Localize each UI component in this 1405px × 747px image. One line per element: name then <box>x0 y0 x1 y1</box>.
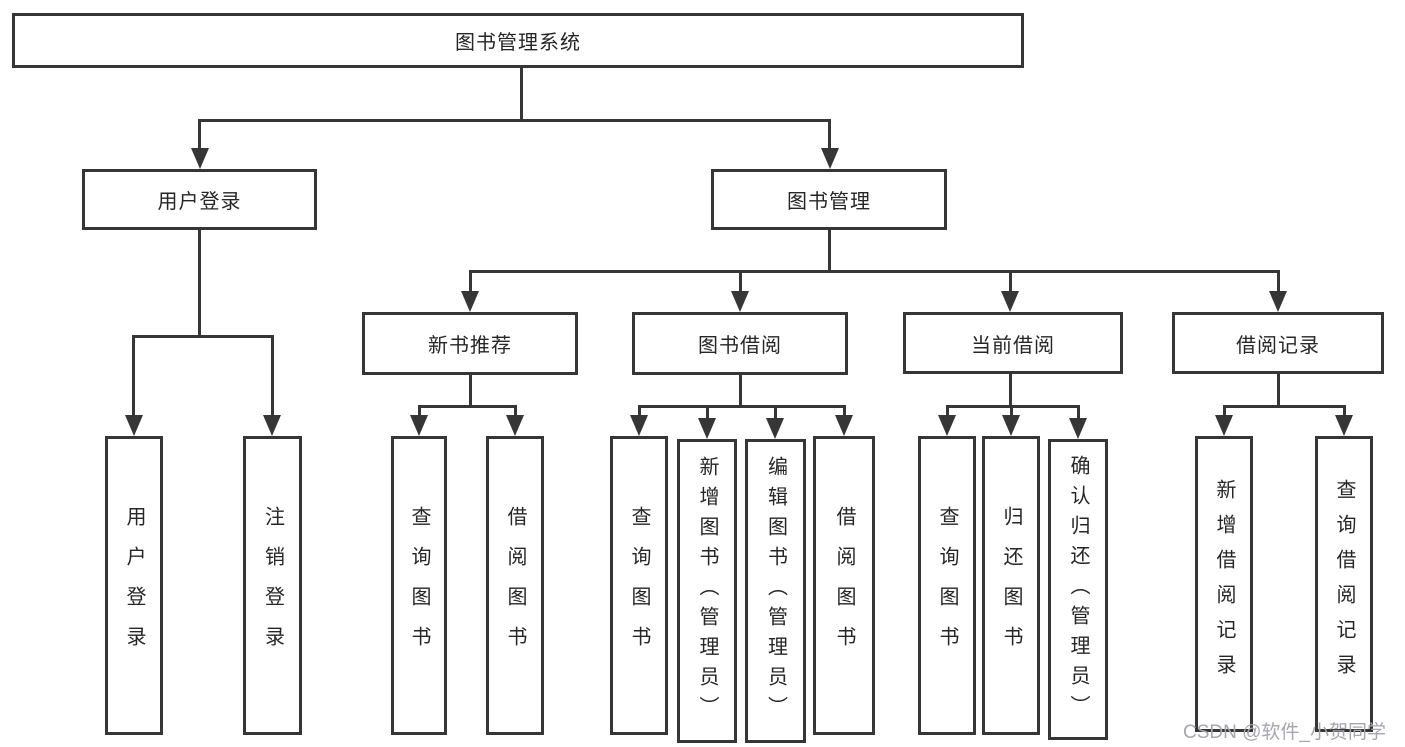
connector-line <box>520 68 523 122</box>
leaf-confirm-return-admin: 确认归还（管理员） <box>1048 439 1108 740</box>
node-new-book-recommend: 新书推荐 <box>362 312 578 375</box>
leaf-recommend-borrow-books: 借阅图书 <box>486 436 544 735</box>
connector-line <box>271 335 274 416</box>
connector-line <box>638 405 641 417</box>
connector-line <box>1009 270 1012 293</box>
arrow-down-icon <box>766 418 784 439</box>
arrow-down-icon <box>1335 415 1353 436</box>
arrow-down-icon <box>731 291 749 312</box>
arrow-down-icon <box>835 415 853 436</box>
leaf-recommend-query-books: 查询图书 <box>391 436 447 735</box>
node-library-system: 图书管理系统 <box>12 13 1024 68</box>
leaf-current-query-books: 查询图书 <box>918 436 976 735</box>
arrow-down-icon <box>1269 291 1287 312</box>
arrow-down-icon <box>506 415 524 436</box>
connector-line <box>1223 405 1226 417</box>
leaf-add-books-admin: 新增图书（管理员） <box>677 439 737 743</box>
connector-line <box>1223 405 1345 408</box>
leaf-borrowing-query-books-label: 查询图书 <box>628 505 650 666</box>
connector-line <box>946 405 949 417</box>
connector-line <box>198 230 201 338</box>
connector-line <box>418 405 516 408</box>
leaf-add-borrow-record: 新增借阅记录 <box>1195 436 1253 732</box>
leaf-borrow-books-label: 借阅图书 <box>833 505 855 666</box>
connector-line <box>1343 405 1346 417</box>
arrow-down-icon <box>1001 291 1019 312</box>
arrow-down-icon <box>461 291 479 312</box>
leaf-edit-books-admin-label: 编辑图书（管理员） <box>764 456 787 726</box>
leaf-recommend-query-books-label: 查询图书 <box>408 505 430 666</box>
leaf-return-books-label: 归还图书 <box>1000 505 1022 666</box>
leaf-current-query-books-label: 查询图书 <box>936 505 958 666</box>
leaf-recommend-borrow-books-label: 借阅图书 <box>504 505 526 666</box>
leaf-borrow-books: 借阅图书 <box>813 436 875 735</box>
connector-line <box>1010 405 1013 417</box>
node-user-login: 用户登录 <box>82 169 317 230</box>
connector-line <box>828 119 831 149</box>
connector-line <box>133 335 273 338</box>
connector-line <box>946 405 1078 408</box>
node-library-system-label: 图书管理系统 <box>455 32 581 54</box>
connector-line <box>706 405 709 420</box>
connector-line <box>132 335 135 416</box>
connector-line <box>739 270 742 293</box>
connector-line <box>739 375 742 408</box>
node-borrowing-records: 借阅记录 <box>1172 312 1384 374</box>
arrow-down-icon <box>263 415 281 436</box>
node-current-borrowing: 当前借阅 <box>903 312 1123 374</box>
leaf-edit-books-admin: 编辑图书（管理员） <box>745 439 806 743</box>
connector-line <box>774 405 777 420</box>
arrow-down-icon <box>821 148 839 169</box>
connector-line <box>843 405 846 417</box>
node-current-borrowing-label: 当前借阅 <box>971 334 1055 357</box>
leaf-query-borrow-record-label: 查询借阅记录 <box>1333 479 1355 689</box>
csdn-watermark: CSDN @软件_小贺同学 <box>1183 722 1386 743</box>
arrow-down-icon <box>125 415 143 436</box>
leaf-return-books: 归还图书 <box>982 436 1040 735</box>
connector-line <box>1277 374 1280 408</box>
connector-line <box>418 405 421 417</box>
node-new-book-recommend-label: 新书推荐 <box>428 335 512 357</box>
arrow-down-icon <box>938 415 956 436</box>
connector-line <box>1077 405 1080 420</box>
arrow-down-icon <box>1069 418 1087 439</box>
arrow-down-icon <box>630 415 648 436</box>
leaf-borrowing-query-books: 查询图书 <box>610 436 668 735</box>
leaf-logout: 注销登录 <box>243 436 302 735</box>
leaf-confirm-return-admin-label: 确认归还（管理员） <box>1067 454 1089 725</box>
connector-line <box>638 405 845 408</box>
arrow-down-icon <box>1215 415 1233 436</box>
connector-line <box>1277 270 1280 293</box>
node-book-borrowing-label: 图书借阅 <box>698 335 782 357</box>
leaf-add-borrow-record-label: 新增借阅记录 <box>1213 479 1235 689</box>
connector-line <box>199 119 831 122</box>
connector-line <box>469 270 472 293</box>
connector-line <box>828 230 831 273</box>
arrow-down-icon <box>191 148 209 169</box>
arrow-down-icon <box>410 415 428 436</box>
leaf-logout-label: 注销登录 <box>261 505 284 666</box>
node-book-management-label: 图书管理 <box>787 191 871 213</box>
connector-line <box>469 375 472 408</box>
connector-line <box>514 405 517 417</box>
leaf-user-login: 用户登录 <box>105 436 163 735</box>
arrow-down-icon <box>698 418 716 439</box>
leaf-user-login-label: 用户登录 <box>123 505 145 666</box>
node-book-management: 图书管理 <box>711 169 947 230</box>
node-borrowing-records-label: 借阅记录 <box>1236 334 1320 357</box>
connector-line <box>469 270 1279 273</box>
leaf-query-borrow-record: 查询借阅记录 <box>1315 436 1373 732</box>
leaf-add-books-admin-label: 新增图书（管理员） <box>696 456 718 726</box>
arrow-down-icon <box>1002 415 1020 436</box>
node-book-borrowing: 图书借阅 <box>632 312 848 375</box>
connector-line <box>1009 374 1012 408</box>
connector-line <box>198 119 201 149</box>
node-user-login-label: 用户登录 <box>157 191 242 213</box>
